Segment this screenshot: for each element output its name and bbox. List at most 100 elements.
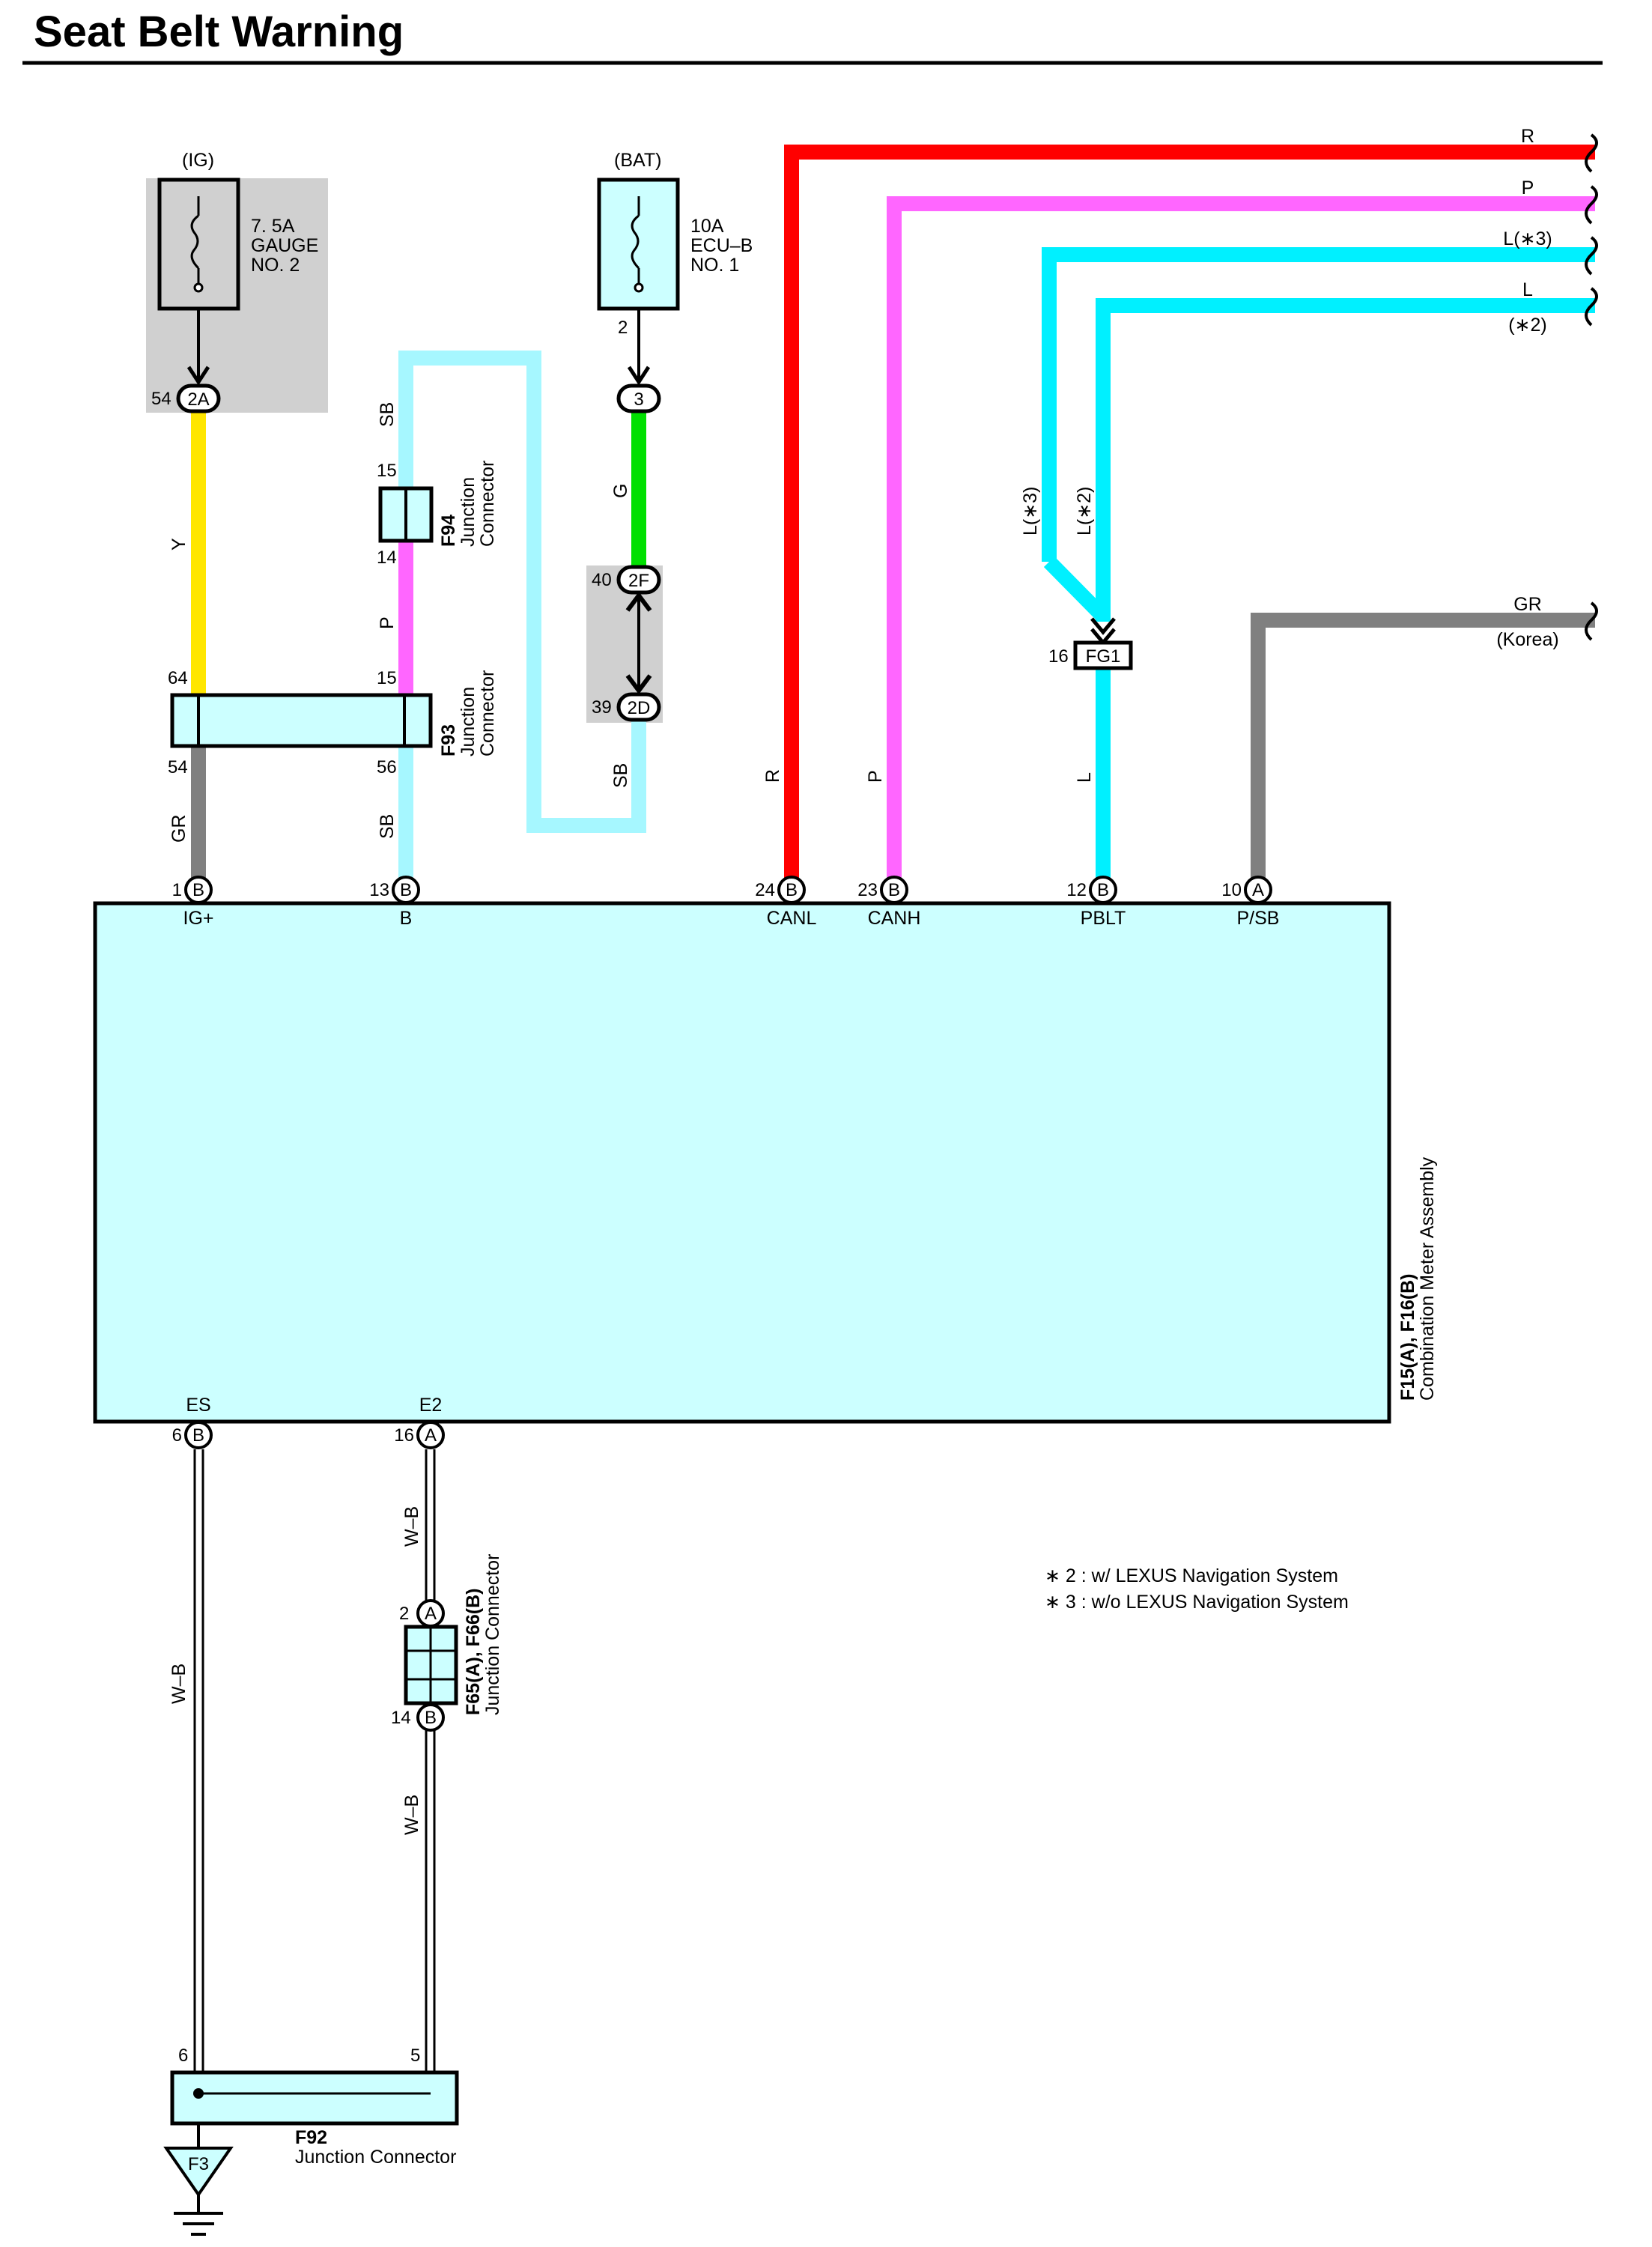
f93-pin-tl: 64 [168, 668, 188, 688]
wire-label-y: Y [168, 538, 189, 551]
wire-l3-join [1043, 556, 1107, 620]
edge-label-gr: GR [1513, 594, 1542, 615]
wire-sb-loop [398, 351, 646, 888]
edge-label-gr-note: (Korea) [1496, 629, 1558, 650]
ground-symbol [163, 2123, 234, 2236]
wire-label-r: R [762, 769, 783, 783]
svg-text:B: B [400, 880, 412, 900]
pin-2a: 54 [151, 389, 171, 409]
wire-gr-psb [1251, 613, 1595, 888]
pin-2f: 40 [592, 570, 612, 590]
f93-pin-bl: 54 [168, 757, 188, 777]
meter-terminal-name: ES [186, 1395, 210, 1416]
connector-f93 [170, 693, 433, 748]
fg1-arrow [1090, 617, 1116, 646]
connector-f94 [378, 486, 434, 543]
wire-break-marks [1585, 133, 1598, 641]
wire-label-wb-top: W–B [401, 1506, 422, 1547]
ig-fuse-no: NO. 2 [251, 255, 300, 276]
svg-text:B: B [888, 880, 900, 900]
wire-label-p: P [865, 770, 886, 783]
edge-label-r: R [1521, 126, 1534, 147]
f94-name: Junction [458, 477, 479, 547]
wire-r [784, 145, 1595, 888]
meter-terminal-name: B [400, 908, 413, 929]
ig-fuse-name: GAUGE [251, 235, 318, 256]
pin-fg1: 16 [1048, 646, 1069, 667]
meter-terminal-name: IG+ [183, 908, 214, 929]
meter-terminal-name: CANL [767, 908, 817, 929]
f92-pin-left: 6 [178, 2046, 188, 2066]
ig-fuse [157, 178, 240, 386]
bat-fuse-pin: 2 [618, 318, 628, 338]
note-2: ∗ 2 : w/ LEXUS Navigation System [1045, 1565, 1338, 1586]
f65-pin-bottom: 14 [391, 1708, 411, 1728]
svg-text:FG1: FG1 [1086, 646, 1121, 667]
svg-text:A: A [425, 1425, 437, 1446]
meter-pin-number: 16 [394, 1425, 414, 1446]
f93-pin-br: 56 [377, 757, 397, 777]
f94-pin-bottom: 14 [377, 548, 397, 568]
meter-pin-number: 24 [755, 880, 775, 900]
meter-name: Combination Meter Assembly [1417, 1156, 1438, 1401]
f94-name2: Connector [477, 461, 498, 547]
svg-text:2F: 2F [628, 571, 649, 591]
wire-label-p-mid: P [377, 616, 398, 629]
meter-terminal-name: P/SB [1237, 908, 1280, 929]
connector-2d: 2D [616, 692, 661, 722]
wire-p [887, 196, 1595, 888]
page-title: Seat Belt Warning [34, 7, 404, 56]
connector-fg1: FG1 [1073, 640, 1133, 670]
edge-label-l-note: (∗2) [1508, 315, 1547, 336]
f94-pin-top: 15 [377, 461, 397, 481]
edge-label-l3: L(∗3) [1503, 228, 1552, 249]
f65-pin-top: 2 [399, 1604, 409, 1624]
wire-l3 [1042, 247, 1595, 562]
svg-text:2A: 2A [187, 389, 209, 410]
connector-f65: A B [404, 1599, 458, 1732]
meter-pin-number: 1 [172, 880, 182, 900]
connector-2a: 2A [176, 383, 221, 413]
bat-source-label: (BAT) [614, 150, 661, 171]
svg-text:A: A [1252, 880, 1264, 900]
bat-fuse-name: ECU–B [690, 235, 753, 256]
f92-name: Junction Connector [295, 2147, 456, 2168]
meter-pin-number: 23 [857, 880, 878, 900]
pin-2d: 39 [592, 697, 612, 718]
meter-pin-number: 6 [172, 1425, 182, 1446]
svg-text:2D: 2D [628, 698, 651, 718]
meter-terminal-name: PBLT [1081, 908, 1126, 929]
bat-fuse-no: NO. 1 [690, 255, 739, 276]
note-3: ∗ 3 : w/o LEXUS Navigation System [1045, 1592, 1349, 1613]
bat-fuse-rating: 10A [690, 216, 724, 237]
connector-f92 [170, 2070, 459, 2126]
edge-label-p: P [1522, 178, 1534, 198]
wire-label-sb-low: SB [377, 814, 398, 839]
wire-label-wb-left: W–B [168, 1664, 189, 1704]
connector-2f: 2F [616, 565, 661, 595]
meter-pin-number: 12 [1066, 880, 1087, 900]
meter-code: F15(A), F16(B) [1397, 1274, 1418, 1401]
f93-name2: Connector [477, 670, 498, 756]
f92-code: F92 [295, 2127, 327, 2148]
wire-label-gr: GR [168, 815, 189, 843]
connector-3: 3 [616, 383, 661, 413]
wire-label-g: G [610, 484, 631, 498]
wire-l2 [1096, 298, 1595, 622]
f65-name: Junction Connector [482, 1554, 503, 1715]
svg-text:B: B [192, 1425, 204, 1446]
f65-code: F65(A), F66(B) [463, 1589, 484, 1715]
meter-pin-number: 13 [369, 880, 389, 900]
wire-label-l2: L(∗2) [1074, 487, 1095, 536]
wire-wb-right [425, 1449, 436, 2092]
